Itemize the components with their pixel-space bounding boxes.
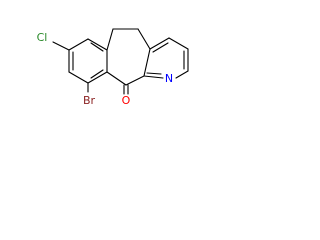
- bond: [87, 38, 108, 51]
- bond: [90, 69, 104, 79]
- bromine-atom-label: Br: [83, 94, 96, 107]
- bond: [146, 72, 162, 75]
- bond: [175, 70, 189, 79]
- bond: [68, 38, 89, 51]
- bond: [106, 28, 114, 51]
- bond: [143, 75, 164, 79]
- bonds: [52, 28, 189, 95]
- bond: [143, 48, 151, 77]
- bond: [149, 37, 170, 50]
- bond: [137, 28, 151, 50]
- oxygen-atom-label: O: [122, 94, 131, 107]
- bond: [106, 71, 127, 86]
- bond: [168, 37, 189, 50]
- atom-labels: Cl Br O N: [37, 31, 173, 107]
- bond: [52, 41, 70, 51]
- chemical-structure-diagram: Cl Br O N: [37, 28, 189, 107]
- bond: [87, 71, 108, 84]
- nitrogen-atom-label: N: [165, 72, 173, 85]
- bond: [125, 75, 145, 86]
- bond: [152, 42, 169, 53]
- chlorine-atom-label: Cl: [37, 31, 48, 44]
- bond: [68, 71, 89, 84]
- bond: [90, 42, 104, 52]
